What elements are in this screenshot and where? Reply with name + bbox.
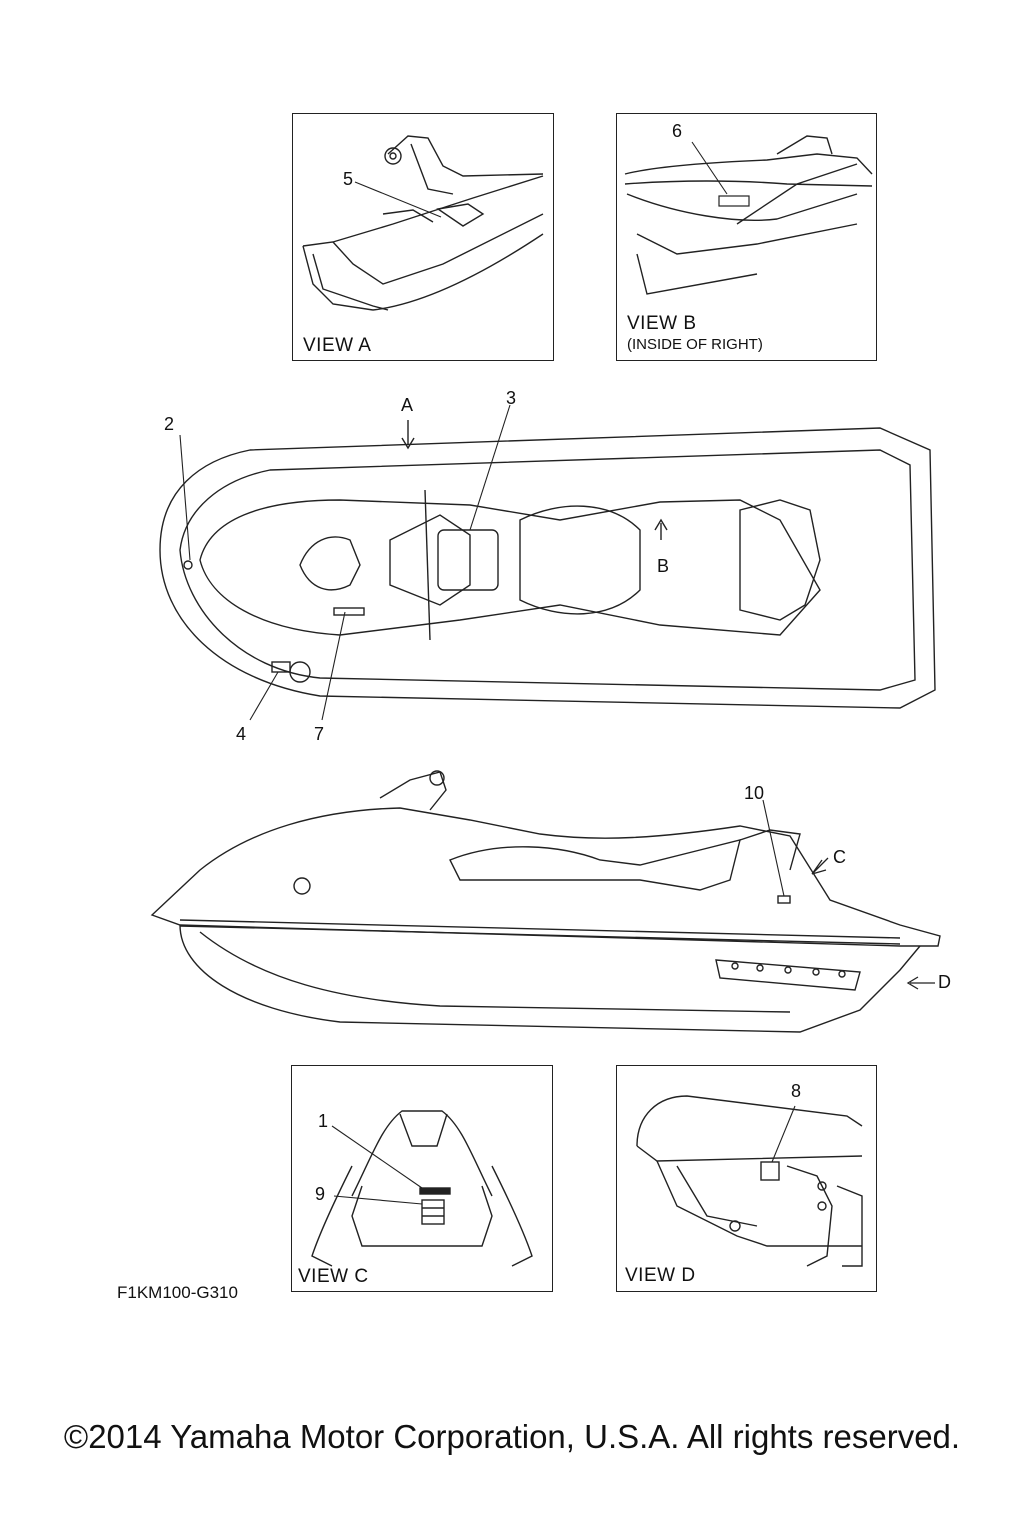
side-arrow-c-label: C: [833, 847, 846, 867]
top-arrow-b-label: B: [657, 556, 670, 576]
top-callout-7: 7: [314, 724, 325, 744]
copyright-text: ©2014 Yamaha Motor Corporation, U.S.A. A…: [63, 1418, 961, 1455]
top-view-drawing: [159, 404, 936, 721]
side-arrow-d-label: D: [938, 972, 951, 992]
view-d-panel: 8 VIEW D: [616, 1065, 877, 1292]
view-b-drawing: [624, 135, 873, 295]
view-c-drawing: [311, 1110, 533, 1267]
view-a-callout-5: 5: [343, 169, 354, 189]
view-a-drawing: [302, 135, 544, 311]
top-arrow-a-label: A: [401, 395, 414, 415]
view-c-label: VIEW C: [298, 1266, 369, 1287]
view-b-panel: 6 VIEW B (INSIDE OF RIGHT): [616, 113, 877, 361]
view-b-callout-6: 6: [672, 121, 683, 141]
view-a-panel: 5 VIEW A: [292, 113, 554, 361]
diagram-code: F1KM100-G310: [117, 1283, 238, 1302]
view-b-sublabel: (INSIDE OF RIGHT): [627, 336, 763, 353]
view-b-label: VIEW B: [627, 313, 697, 334]
view-d-label: VIEW D: [625, 1265, 696, 1286]
view-a-label: VIEW A: [303, 335, 372, 356]
view-c-panel: 1 9 VIEW C: [291, 1065, 553, 1292]
top-callout-3: 3: [506, 388, 517, 408]
view-c-callout-9: 9: [315, 1184, 326, 1204]
side-callout-10: 10: [744, 783, 765, 803]
view-d-callout-8: 8: [791, 1081, 802, 1101]
view-c-callout-1: 1: [318, 1111, 329, 1131]
view-d-drawing: [636, 1095, 863, 1267]
side-view-drawing: [150, 770, 941, 1033]
top-callout-2: 2: [164, 414, 175, 434]
top-callout-4: 4: [236, 724, 247, 744]
